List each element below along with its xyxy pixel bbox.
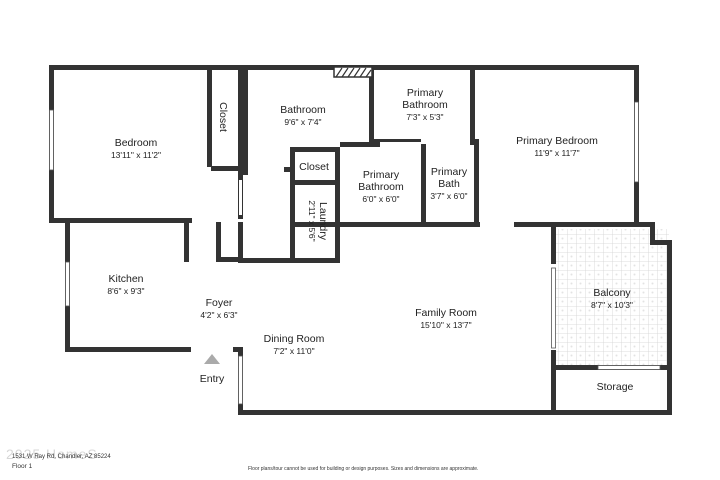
primary-bathroom-top-dim: 7'3" x 5'3"	[406, 112, 443, 122]
family-room-label: Family Room	[415, 307, 477, 319]
primary-bedroom-dim: 11'9" x 11'7"	[534, 148, 579, 158]
primary-bathroom-mid-label1: Primary	[363, 169, 400, 181]
entry-arrow-icon	[204, 354, 220, 364]
vent	[333, 66, 373, 78]
bedroom-label: Bedroom	[115, 137, 158, 149]
primary-bath-label2: Bath	[438, 178, 460, 190]
family-room-dim: 15'10" x 13'7"	[420, 320, 471, 330]
primary-bath-label1: Primary	[431, 166, 468, 178]
primary-bathroom-mid-dim: 6'0" x 6'0"	[362, 194, 399, 204]
storage-label: Storage	[597, 381, 634, 393]
watermark: 2025 HomeS	[6, 446, 98, 462]
closet2-label: Closet	[299, 161, 329, 173]
disclaimer-text: Floor plans/tour cannot be used for buil…	[248, 466, 479, 472]
windows	[49, 101, 661, 405]
balcony-floor	[555, 229, 669, 367]
floor-label: Floor 1	[12, 463, 33, 470]
balcony-dim: 8'7" x 10'3"	[591, 300, 633, 310]
foyer-label: Foyer	[206, 297, 233, 309]
primary-bathroom-top-label1: Primary	[407, 87, 444, 99]
bathroom-dim: 9'6" x 7'4"	[284, 117, 321, 127]
door-openings	[191, 139, 514, 352]
kitchen-label: Kitchen	[108, 273, 143, 285]
primary-bathroom-mid-label2: Bathroom	[358, 181, 404, 193]
balcony-label: Balcony	[593, 287, 631, 299]
dining-room-label: Dining Room	[264, 333, 325, 345]
kitchen-dim: 8'6" x 9'3"	[107, 286, 144, 296]
primary-bath-dim: 3'7" x 6'0"	[430, 191, 467, 201]
entry-label: Entry	[200, 373, 225, 385]
laundry-dim: 2'11" x 5'6"	[307, 200, 317, 241]
bedroom-dim: 13'11" x 11'2"	[111, 150, 161, 160]
laundry-label: Laundry	[317, 202, 329, 241]
dining-room-dim: 7'2" x 11'0"	[273, 346, 314, 356]
address-text: 1531 W Ray Rd, Chandler, AZ 85224	[12, 454, 111, 460]
foyer-dim: 4'2" x 6'3"	[200, 310, 237, 320]
bathroom-label: Bathroom	[280, 104, 326, 116]
primary-bedroom-label: Primary Bedroom	[516, 135, 598, 147]
closet1-label: Closet	[217, 102, 229, 132]
footer-address-block: 1531 W Ray Rd, Chandler, AZ 85224 Floor …	[12, 452, 111, 472]
primary-bathroom-top-label2: Bathroom	[402, 99, 448, 111]
